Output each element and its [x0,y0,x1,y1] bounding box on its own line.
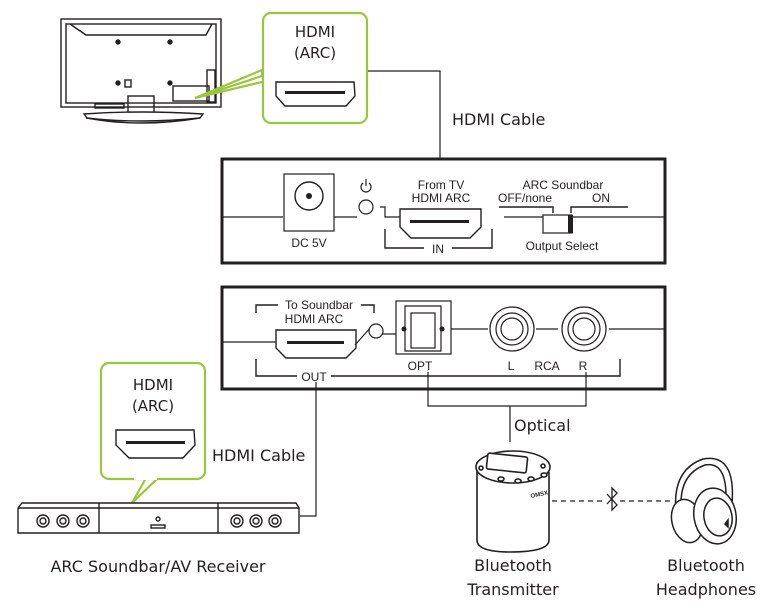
hdmi-out-port [275,329,357,359]
dc-5v-jack: DC 5V [283,173,335,250]
hdmi-out-title-2: HDMI ARC [285,312,344,326]
soundbar-callout-title: HDMI [133,376,173,394]
tv-hdmi-cable [368,70,441,182]
optical-port [395,300,452,355]
tv-hdmi-callout: HDMI (ARC) [194,11,369,125]
rca-r-label: R [579,359,588,373]
hdmi-port-icon [275,81,356,107]
soundbar-label: ARC Soundbar/AV Receiver [50,557,265,576]
switch-on-label: ON [592,191,610,205]
bluetooth-transmitter-illustration [475,450,551,553]
out-label: OUT [301,370,327,384]
soundbar-hdmi-callout: HDMI (ARC) [99,361,207,504]
soundbar-callout-subtitle: (ARC) [132,397,174,415]
transmitter-label-2: Transmitter [466,580,559,599]
soundbar-hdmi-cable [300,382,317,517]
tv-cable-label: HDMI Cable [452,110,545,129]
transmitter-brand: OMSX [530,490,549,500]
switch-title: ARC Soundbar [523,178,604,192]
hdmi-in-label: IN [432,242,444,256]
hdmi-out-title-1: To Soundbar [285,298,353,312]
output-select-switch [542,214,573,234]
soundbar-cable-label: HDMI Cable [212,446,305,465]
hdmi-port-icon [115,429,196,459]
hdmi-in-port [399,208,482,239]
rca-l-label: L [508,359,515,373]
transmitter-label-1: Bluetooth [474,556,552,575]
rca-right-port [561,306,607,352]
bluetooth-headphones-illustration [670,457,737,545]
power-led [358,199,374,215]
tv-callout-title: HDMI [295,23,335,41]
opt-label: OPT [408,359,433,373]
tv-callout-subtitle: (ARC) [294,44,336,62]
rca-left-port [489,306,535,352]
optical-cable [427,372,587,442]
input-panel: DC 5V From TV HDMI ARC IN ARC Soundbar O… [220,157,667,265]
output-panel: To Soundbar HDMI ARC OPT L RCA R OUT [220,285,667,391]
hdmi-in-title-1: From TV [418,178,464,192]
headphones-label-1: Bluetooth [667,556,745,575]
bluetooth-icon [606,486,618,512]
out-led [368,323,384,339]
hdmi-in-title-2: HDMI ARC [412,191,471,205]
optical-label: Optical [514,416,571,435]
tv-back-illustration [60,18,222,124]
switch-off-label: OFF/none [498,191,552,205]
switch-label: Output Select [526,239,599,253]
soundbar-illustration [17,502,300,534]
rca-label: RCA [534,359,559,373]
headphones-label-2: Headphones [656,580,756,599]
power-icon [360,179,372,193]
dc-label: DC 5V [291,236,326,250]
